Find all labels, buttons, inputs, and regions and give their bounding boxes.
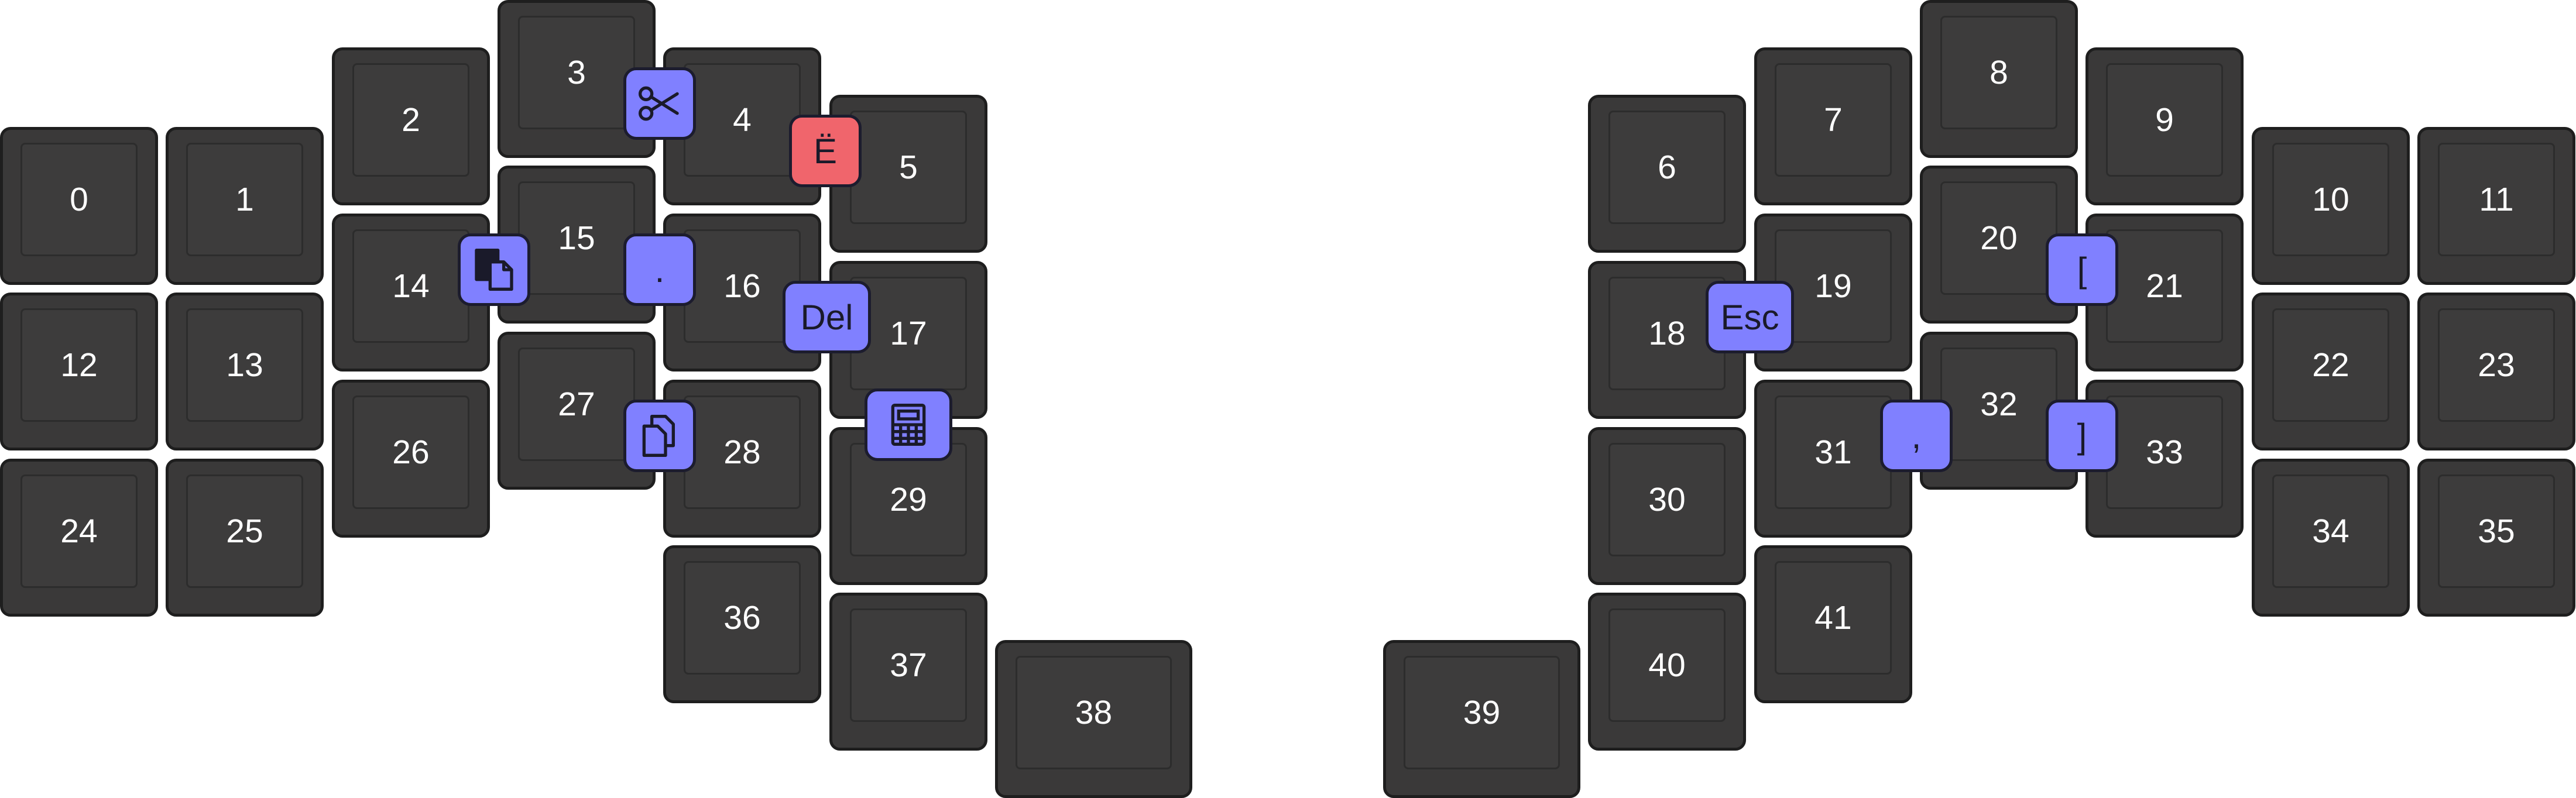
key-30: 30	[1588, 427, 1746, 585]
key-11-label: 11	[2479, 181, 2514, 218]
key-26: 26	[332, 380, 490, 538]
combo-comma: ,	[1880, 400, 1953, 472]
key-12-label: 12	[60, 346, 98, 384]
key-37-label: 37	[890, 646, 927, 684]
key-21-label: 21	[2146, 267, 2183, 305]
key-38-label: 38	[1075, 694, 1113, 731]
key-2: 2	[332, 47, 490, 205]
key-17-label: 17	[890, 315, 927, 352]
combo-escape: Esc	[1706, 281, 1794, 353]
paste-icon	[475, 249, 513, 291]
key-32-label: 32	[1980, 386, 2018, 423]
key-23-label: 23	[2478, 346, 2515, 384]
copy-icon	[642, 415, 675, 457]
key-37: 37	[829, 593, 987, 751]
key-38: 38	[995, 640, 1192, 798]
scissors-icon	[639, 86, 679, 121]
combo-e-diaeresis: Ë	[789, 115, 862, 187]
key-24: 24	[0, 459, 158, 617]
key-11: 11	[2417, 127, 2575, 285]
key-21: 21	[2086, 214, 2244, 372]
combo-cut	[623, 67, 696, 140]
key-18-label: 18	[1648, 315, 1686, 352]
key-5: 5	[829, 95, 987, 253]
key-4-label: 4	[733, 101, 752, 139]
key-40: 40	[1588, 593, 1746, 751]
key-13-label: 13	[226, 346, 263, 384]
key-1-label: 1	[235, 181, 254, 218]
key-22-label: 22	[2312, 346, 2349, 384]
key-22: 22	[2252, 293, 2410, 450]
key-7: 7	[1754, 47, 1912, 205]
key-1: 1	[166, 127, 324, 285]
key-6: 6	[1588, 95, 1746, 253]
key-4: 4	[663, 47, 821, 205]
key-25-label: 25	[226, 512, 263, 550]
combo-copy	[623, 400, 696, 472]
key-0: 0	[0, 127, 158, 285]
key-8-label: 8	[1990, 54, 2008, 91]
key-13: 13	[166, 293, 324, 450]
key-26-label: 26	[392, 434, 430, 471]
key-6-label: 6	[1658, 149, 1676, 186]
key-34-label: 34	[2312, 512, 2349, 550]
key-33-label: 33	[2146, 434, 2183, 471]
key-36: 36	[663, 545, 821, 703]
key-12: 12	[0, 293, 158, 450]
key-9: 9	[2086, 47, 2244, 205]
key-9-label: 9	[2155, 101, 2174, 139]
calculator-icon	[891, 404, 926, 446]
combo-delete: Del	[783, 281, 871, 353]
key-36-label: 36	[723, 599, 761, 637]
key-27-label: 27	[558, 386, 595, 423]
key-41-label: 41	[1814, 599, 1852, 637]
key-5-label: 5	[899, 149, 918, 186]
key-2-label: 2	[402, 101, 420, 139]
key-16-label: 16	[723, 267, 761, 305]
key-15-label: 15	[558, 219, 595, 257]
combo-right-bracket: ]	[2046, 400, 2118, 472]
key-10: 10	[2252, 127, 2410, 285]
key-35-label: 35	[2478, 512, 2515, 550]
combo-calculator	[865, 388, 952, 461]
key-39-label: 39	[1463, 694, 1501, 731]
key-14-label: 14	[392, 267, 430, 305]
combo-period: .	[623, 233, 696, 306]
key-34: 34	[2252, 459, 2410, 617]
key-7-label: 7	[1824, 101, 1843, 139]
key-31-label: 31	[1814, 434, 1852, 471]
key-3-label: 3	[567, 54, 586, 91]
key-23: 23	[2417, 293, 2575, 450]
key-40-label: 40	[1648, 646, 1686, 684]
combo-paste	[458, 233, 530, 306]
key-25: 25	[166, 459, 324, 617]
key-28-label: 28	[723, 434, 761, 471]
key-8: 8	[1920, 0, 2078, 158]
key-19-label: 19	[1814, 267, 1852, 305]
combo-left-bracket: [	[2046, 233, 2118, 306]
key-10-label: 10	[2312, 181, 2349, 218]
key-30-label: 30	[1648, 481, 1686, 518]
key-41: 41	[1754, 545, 1912, 703]
key-39: 39	[1383, 640, 1580, 798]
key-20-label: 20	[1980, 219, 2018, 257]
key-35: 35	[2417, 459, 2575, 617]
key-29-label: 29	[890, 481, 927, 518]
key-24-label: 24	[60, 512, 98, 550]
key-0-label: 0	[70, 181, 88, 218]
